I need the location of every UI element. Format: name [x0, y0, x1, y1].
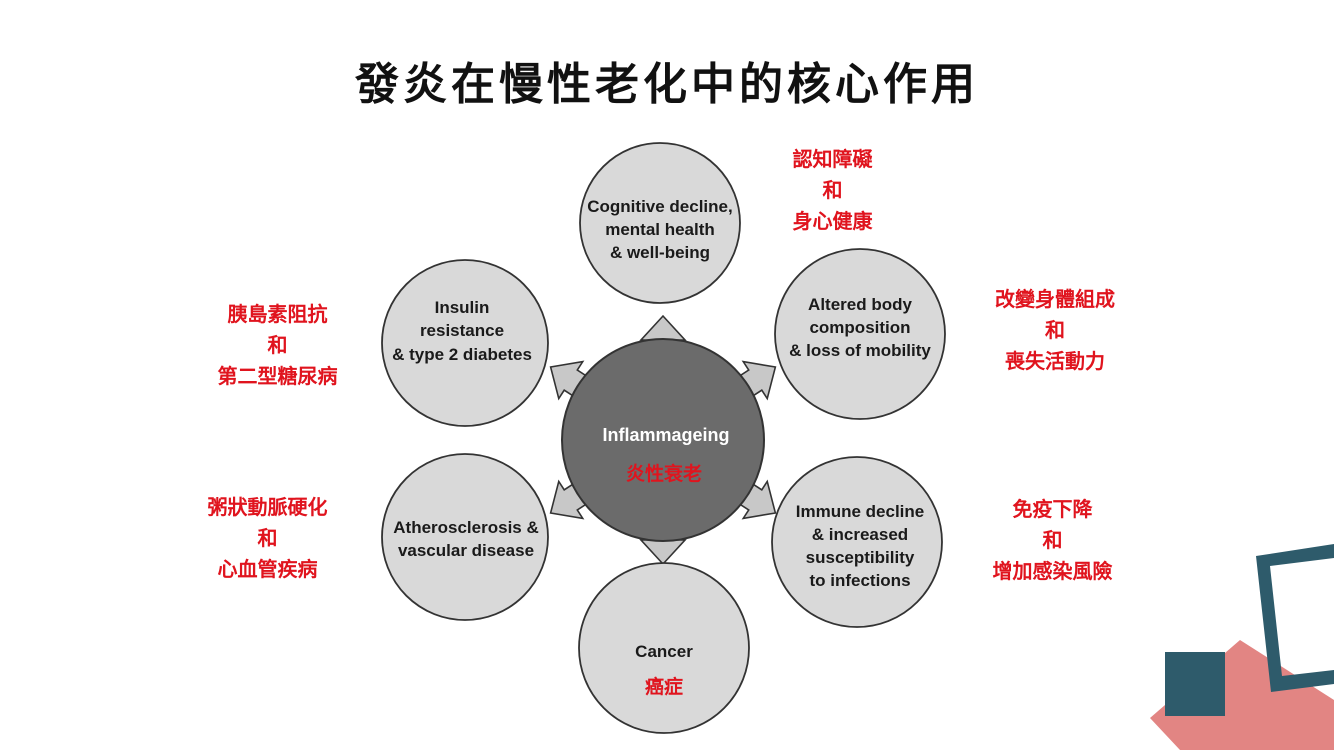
side-label-immune-line-1: 免疫下降	[1012, 497, 1093, 521]
node-immune-line-1: Immune decline	[796, 502, 924, 521]
node-body-line-3: & loss of mobility	[789, 341, 931, 360]
side-label-cognitive-line-3: 身心健康	[792, 209, 873, 233]
node-immune-line-3: susceptibility	[806, 548, 915, 567]
center-label-zh: 炎性衰老	[626, 462, 702, 485]
node-cognitive-line-1: Cognitive decline,	[587, 197, 732, 216]
side-label-body-line-1: 改變身體組成	[995, 287, 1115, 311]
node-insulin	[381, 259, 549, 427]
node-insulin-line-1: Insulin	[435, 298, 490, 317]
node-insulin-line-3: & type 2 diabetes	[392, 345, 532, 364]
node-insulin-text: Insulin resistance & type 2 diabetes	[392, 298, 532, 364]
side-label-body: 改變身體組成 和 喪失活動力	[965, 284, 1145, 377]
node-body-line-2: composition	[809, 318, 910, 337]
deco-teal-square	[1165, 652, 1225, 716]
node-immune-line-2: & increased	[812, 525, 908, 544]
node-cognitive-line-2: mental health	[605, 220, 715, 239]
slide-title: 發炎在慢性老化中的核心作用	[355, 59, 979, 110]
center-label-en: Inflammageing	[602, 425, 729, 445]
node-body-text: Altered body composition & loss of mobil…	[789, 295, 931, 360]
side-label-athero-line-3: 心血管疾病	[217, 557, 318, 581]
node-cancer	[578, 562, 750, 734]
node-body	[774, 248, 946, 420]
node-center-text: Inflammageing 炎性衰老	[602, 425, 729, 485]
node-immune-line-4: to infections	[809, 571, 910, 590]
side-label-insulin-line-2: 和	[267, 333, 288, 357]
node-cognitive-text: Cognitive decline, mental health & well-…	[587, 197, 732, 262]
side-label-cognitive: 認知障礙 和 身心健康	[760, 144, 905, 237]
node-cognitive-line-3: & well-being	[610, 243, 710, 262]
node-insulin-line-2: resistance	[420, 321, 504, 340]
side-label-immune-line-2: 和	[1042, 528, 1063, 552]
side-label-cognitive-line-2: 和	[822, 178, 843, 202]
node-cancer-label-zh: 癌症	[645, 675, 683, 698]
node-center	[561, 338, 765, 542]
node-cancer-label-en: Cancer	[635, 642, 693, 661]
side-label-athero-line-2: 和	[257, 526, 278, 550]
side-label-cognitive-line-1: 認知障礙	[792, 147, 873, 171]
side-label-athero-line-1: 粥狀動脈硬化	[207, 495, 328, 519]
node-body-line-1: Altered body	[808, 295, 912, 314]
node-cancer-text: Cancer 癌症	[635, 642, 693, 698]
side-label-body-line-3: 喪失活動力	[1005, 349, 1105, 373]
node-immune	[771, 456, 943, 628]
side-label-insulin-line-1: 胰島素阻抗	[227, 302, 328, 326]
node-athero-text: Atherosclerosis & vascular disease	[393, 518, 539, 560]
side-label-immune-line-3: 增加感染風險	[992, 559, 1113, 583]
deco-teal-frame	[1256, 544, 1334, 692]
node-athero-line-2: vascular disease	[398, 541, 534, 560]
side-label-immune: 免疫下降 和 增加感染風險	[965, 494, 1140, 587]
side-label-insulin: 胰島素阻抗 和 第二型糖尿病	[190, 299, 365, 392]
side-label-athero: 粥狀動脈硬化 和 心血管疾病	[180, 492, 355, 585]
node-athero	[381, 453, 549, 621]
deco-pink-shape	[1150, 640, 1334, 750]
side-label-insulin-line-3: 第二型糖尿病	[217, 364, 338, 388]
node-cognitive	[579, 142, 741, 304]
node-athero-line-1: Atherosclerosis &	[393, 518, 539, 537]
side-label-body-line-2: 和	[1045, 318, 1065, 342]
node-immune-text: Immune decline & increased susceptibilit…	[796, 502, 924, 590]
